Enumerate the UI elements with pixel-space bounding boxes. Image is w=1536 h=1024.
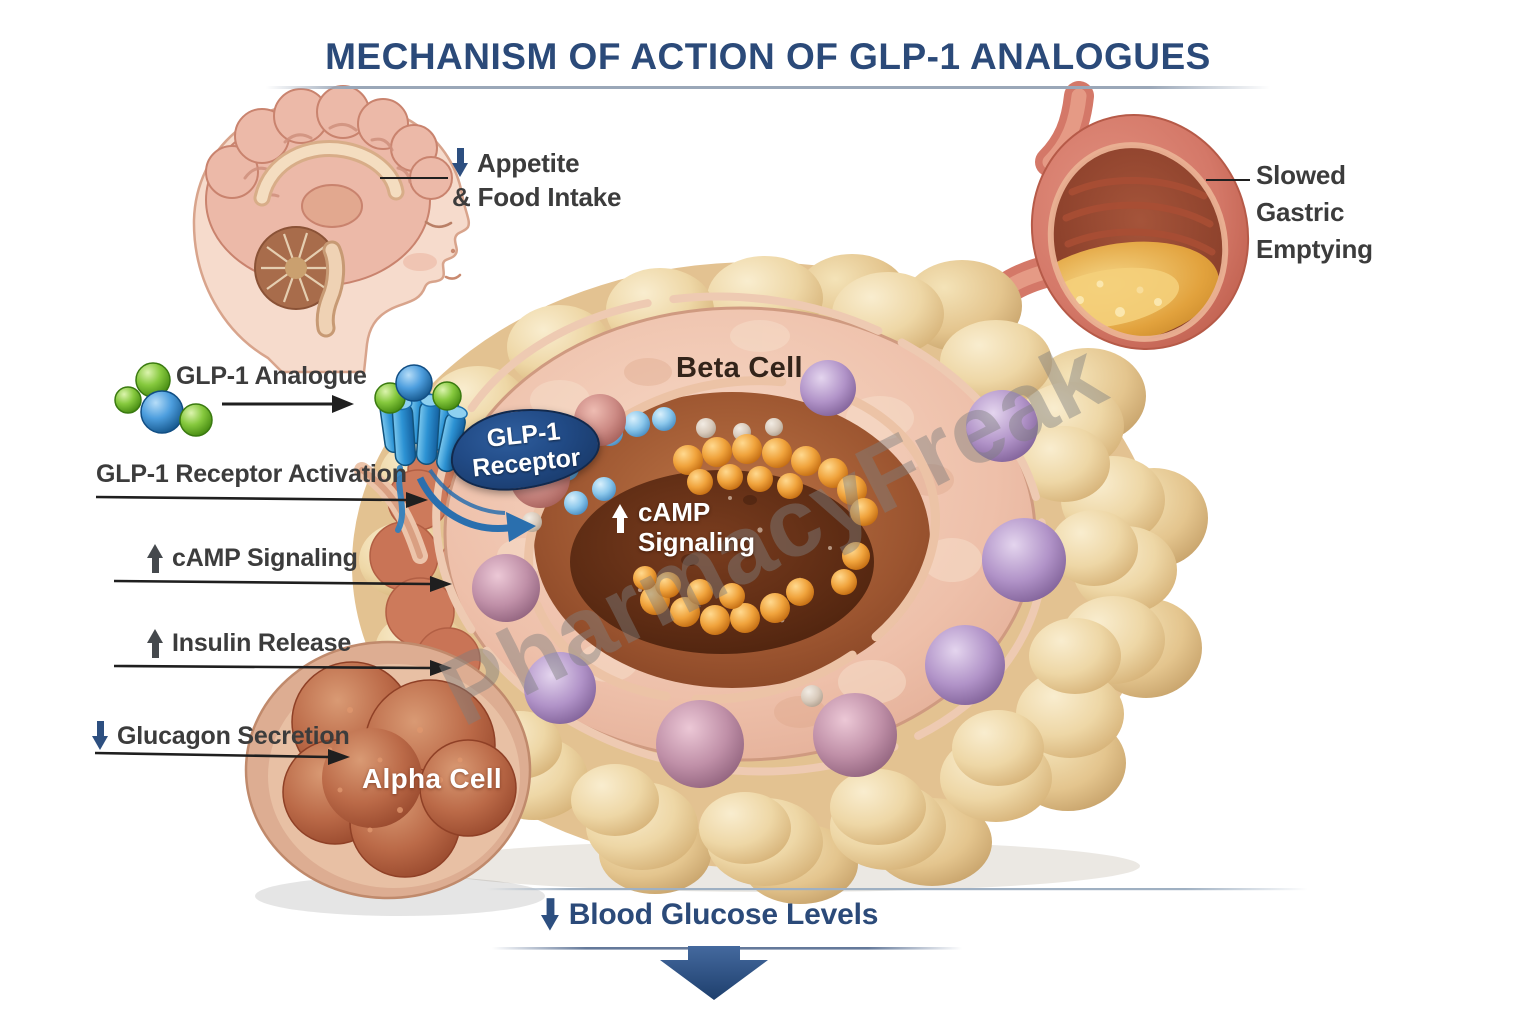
- receptor-activation-label: GLP-1 Receptor Activation: [96, 460, 407, 489]
- analogue-molecule: [114, 362, 213, 437]
- gastric-text-line3: Emptying: [1256, 234, 1373, 264]
- arrow-stem: [97, 721, 104, 737]
- camp-center-label: cAMP Signaling: [612, 497, 755, 557]
- arrow-head: [147, 629, 163, 643]
- islet-illustration: [114, 254, 1208, 916]
- analogue-text: GLP-1 Analogue: [176, 362, 367, 390]
- arrow-head: [612, 504, 628, 518]
- closed-eye: [424, 220, 453, 229]
- arrow-stem: [457, 148, 464, 164]
- arrow-head: [147, 544, 163, 558]
- beta-cell-label: Beta Cell: [676, 352, 803, 384]
- gastric-text-line2: Gastric: [1256, 197, 1345, 227]
- bound-analogue-molecule: [374, 364, 462, 414]
- down-arrow-icon: [540, 898, 560, 932]
- up-arrow-icon: [147, 543, 164, 573]
- arrow-stem: [546, 898, 555, 917]
- camp-center-line1: cAMP: [638, 497, 711, 527]
- pointer-arrows: [94, 177, 1250, 759]
- appetite-text-line2: & Food Intake: [452, 182, 622, 212]
- pointer-arrowheads: [328, 395, 452, 765]
- down-arrow-icon: [452, 148, 469, 178]
- gastric-text-line1: Slowed: [1256, 160, 1346, 190]
- blood-glucose-text: Blood Glucose Levels: [568, 898, 879, 931]
- analogue-label: GLP-1 Analogue: [176, 362, 367, 391]
- purple-granules: [472, 360, 1066, 788]
- down-arrow-icon: [92, 721, 109, 751]
- up-arrow-icon: [612, 503, 629, 533]
- glp1-receptor-illustration: [374, 364, 536, 542]
- insulin-release-text: Insulin Release: [172, 628, 352, 657]
- gastric-label: Slowed Gastric Emptying: [1256, 157, 1373, 268]
- arrow-stem: [617, 517, 624, 533]
- page-title: MECHANISM OF ACTION OF GLP-1 ANALOGUES: [325, 36, 1211, 77]
- orange-granules: [633, 434, 878, 635]
- arrow-head: [540, 915, 559, 931]
- arrow-head: [92, 736, 108, 750]
- bottom-section: [487, 888, 1308, 1000]
- glucagon-secretion-text: Glucagon Secretion: [117, 721, 350, 750]
- big-down-arrow: [660, 946, 768, 1000]
- arrow-stem: [152, 557, 159, 573]
- alpha-cell-label: Alpha Cell: [362, 763, 502, 794]
- camp-signaling-text: cAMP Signaling: [172, 543, 358, 572]
- receptor-activation-text: GLP-1 Receptor Activation: [96, 460, 407, 488]
- glucagon-secretion-label: Glucagon Secretion: [92, 721, 350, 751]
- brain-illustration: [192, 85, 470, 374]
- up-arrow-icon: [147, 628, 164, 658]
- alpha-cell-illustration: [244, 640, 545, 916]
- camp-center-line2: Signaling: [638, 527, 755, 557]
- appetite-text-line1: Appetite: [477, 148, 580, 178]
- pale-granules: [522, 418, 823, 707]
- blood-glucose-label: Blood Glucose Levels: [480, 898, 940, 932]
- signal-curved-arrow: [416, 468, 536, 542]
- insulin-release-label: Insulin Release: [147, 628, 351, 658]
- title-underline: [266, 86, 1270, 89]
- arrow-head: [452, 163, 468, 177]
- appetite-label: Appetite & Food Intake: [452, 146, 621, 214]
- stomach-illustration: [967, 81, 1250, 382]
- camp-signaling-label: cAMP Signaling: [147, 543, 358, 573]
- arrow-stem: [152, 642, 159, 658]
